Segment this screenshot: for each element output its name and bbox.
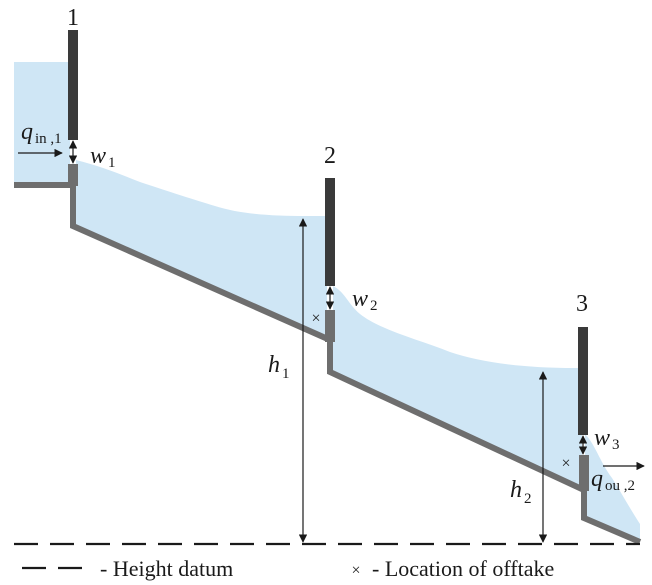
legend-offtake-symbol: × bbox=[351, 562, 360, 579]
pool-2-water bbox=[328, 286, 582, 490]
gate-1 bbox=[68, 30, 78, 140]
legend: - Height datum × - Location of offtake bbox=[22, 556, 554, 581]
legend-datum-text: - Height datum bbox=[100, 556, 233, 581]
legend-offtake-text: - Location of offtake bbox=[372, 556, 554, 581]
gate-2 bbox=[325, 178, 335, 286]
offtake-marker-pool-2: × bbox=[561, 455, 570, 472]
weir-crest-2 bbox=[325, 310, 335, 342]
offtake-marker-pool-1: × bbox=[311, 310, 320, 327]
pool-1-water bbox=[70, 160, 327, 340]
gate-3-number: 3 bbox=[576, 291, 588, 317]
weir-crest-1 bbox=[68, 164, 78, 186]
channel-bed bbox=[14, 182, 642, 545]
weir-crest-3 bbox=[579, 455, 589, 491]
gate-3 bbox=[578, 327, 588, 435]
gate-1-number: 1 bbox=[67, 5, 79, 31]
gate-2-number: 2 bbox=[324, 143, 336, 169]
pool-3-water bbox=[585, 434, 640, 540]
